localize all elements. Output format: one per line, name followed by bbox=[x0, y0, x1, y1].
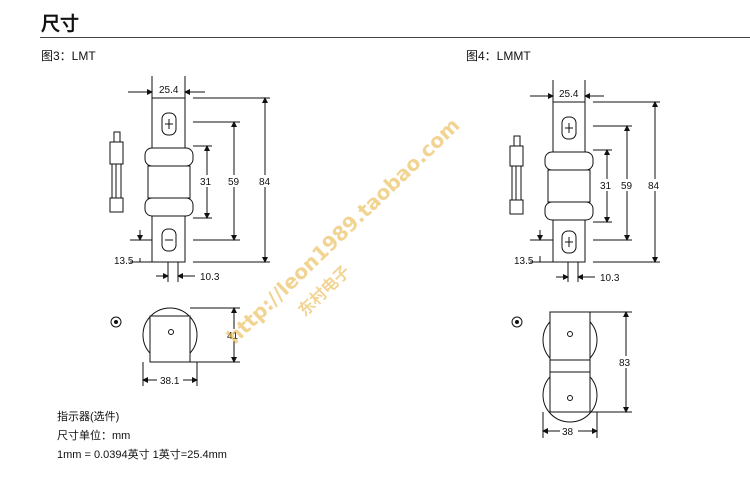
figure-4-label: 图4：LMMT bbox=[466, 49, 531, 63]
fig3-dim-inner: 31 bbox=[200, 177, 212, 188]
note-units: 尺寸单位：mm bbox=[57, 430, 131, 442]
fig4-dim-mid: 59 bbox=[621, 181, 633, 192]
fig4-dimension-lines bbox=[530, 80, 660, 282]
fig4-dim-bottom-left: 13.5 bbox=[514, 256, 534, 267]
fig3-front-view bbox=[144, 97, 194, 263]
page-title: 尺寸 bbox=[41, 14, 80, 35]
note-conversion: 1mm = 0.0394英寸 1英寸=25.4mm bbox=[57, 449, 227, 461]
fig3-dim-side-height: 41 bbox=[227, 331, 239, 342]
fig3-dim-width-top: 25.4 bbox=[159, 85, 179, 96]
fig4-dim-side-width: 38 bbox=[562, 427, 574, 438]
fig4-dim-width-top: 25.4 bbox=[559, 89, 579, 100]
figure-3-label: 图3：LMT bbox=[41, 49, 96, 63]
fig3-indicator-drawing bbox=[109, 131, 124, 213]
fig3-dim-total: 84 bbox=[259, 177, 271, 188]
fig3-dim-mid: 59 bbox=[228, 177, 240, 188]
notes-block: 指示器(选件) 尺寸单位：mm 1mm = 0.0394英寸 1英寸=25.4m… bbox=[57, 408, 227, 465]
fig3-dim-bottom-left: 13.5 bbox=[114, 256, 134, 267]
fig3-dimension-lines bbox=[128, 76, 270, 282]
fig3-side-view bbox=[110, 307, 240, 386]
fig4-front-view bbox=[544, 101, 594, 263]
fig3-dim-side-width: 38.1 bbox=[160, 376, 180, 387]
fig4-dim-inner: 31 bbox=[600, 181, 612, 192]
fig4-side-view bbox=[511, 311, 632, 438]
fig4-dim-side-height: 83 bbox=[619, 358, 631, 369]
title-divider bbox=[40, 37, 750, 38]
fig4-dim-total: 84 bbox=[648, 181, 660, 192]
note-indicator: 指示器(选件) bbox=[57, 411, 120, 423]
fig3-dim-bottom-right: 10.3 bbox=[200, 272, 220, 283]
fig4-indicator-drawing bbox=[509, 135, 524, 215]
fig4-dim-bottom-right: 10.3 bbox=[600, 273, 620, 284]
